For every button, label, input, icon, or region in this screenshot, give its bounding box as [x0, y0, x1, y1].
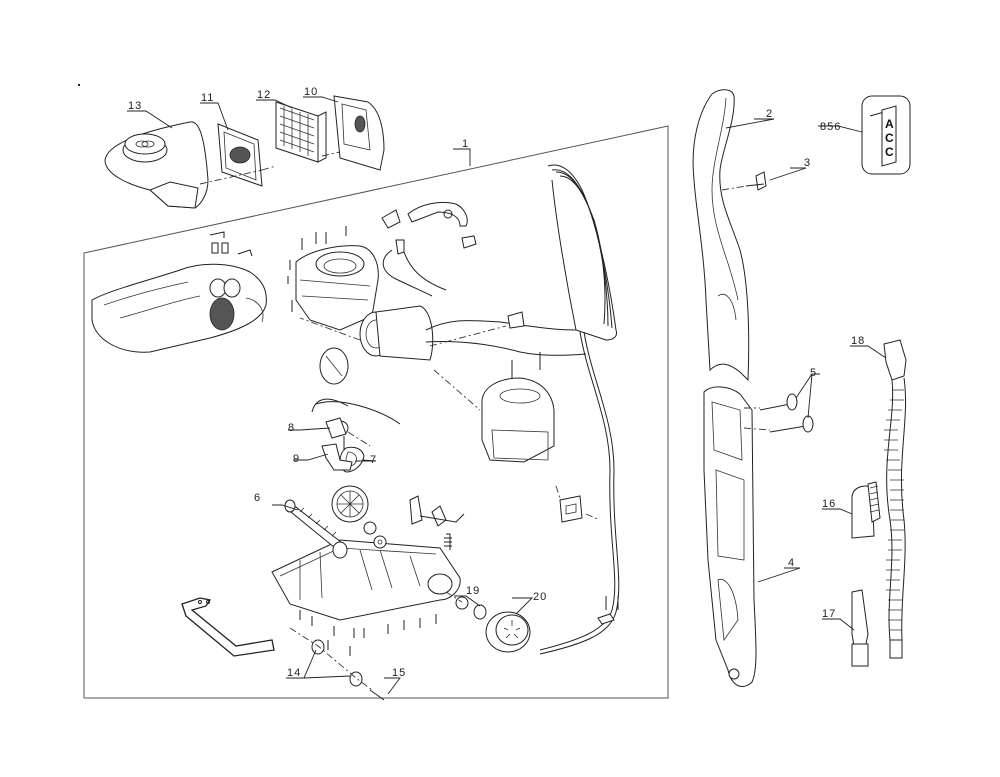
callout-7: 7 — [370, 454, 377, 466]
latch-part — [409, 495, 465, 550]
housing-axis-line — [433, 369, 601, 521]
pulley-axis-line — [347, 431, 371, 447]
lower-handle-part — [703, 386, 757, 687]
wheel-hub-part — [455, 596, 487, 620]
rear-axle-parts — [311, 639, 385, 701]
hook-axis-line — [721, 185, 747, 191]
handle-bail-part — [181, 597, 275, 657]
upper-handle-part — [692, 89, 750, 382]
cord-hook-part — [745, 171, 767, 191]
callout-20: 20 — [533, 591, 547, 603]
wheel-axis-line — [445, 591, 463, 603]
callout-11: 11 — [201, 92, 214, 104]
accessory-label-part: A C C — [861, 95, 911, 175]
speck — [78, 84, 80, 86]
nozzle-hood-part — [91, 263, 267, 353]
motor-axis-line — [299, 317, 507, 347]
agitator-wheel-part — [331, 485, 369, 523]
callout-4: 4 — [788, 557, 795, 569]
filter-housing-part — [333, 95, 385, 171]
callout-18: 18 — [851, 335, 865, 347]
callout-12: 12 — [257, 89, 271, 101]
screws-top — [287, 226, 347, 312]
callout-3: 3 — [804, 157, 811, 169]
callout-8: 8 — [288, 422, 295, 434]
power-cord-part — [539, 164, 620, 655]
axle-axis-line — [289, 627, 373, 691]
filter-grille-part — [217, 123, 263, 187]
lower-housing-part — [481, 377, 583, 523]
callout-17: 17 — [822, 608, 836, 620]
bracket-part — [321, 436, 353, 471]
callout-10: 10 — [304, 86, 318, 98]
motor-part — [319, 305, 434, 385]
crevice-tool-part — [851, 589, 869, 667]
base-pins — [299, 610, 437, 656]
callout-19: 19 — [466, 585, 480, 597]
callout-9: 9 — [293, 453, 300, 465]
assembly-frame — [83, 125, 669, 699]
callout-16: 16 — [822, 498, 836, 510]
handle-screws-part — [759, 393, 814, 433]
dust-cup-lid-part — [104, 121, 209, 209]
filter-axis-line — [199, 151, 341, 185]
base-plate-part — [271, 539, 461, 621]
small-clips — [209, 231, 253, 257]
internal-wires — [425, 320, 587, 356]
pleated-filter-part — [275, 101, 327, 163]
brush-roll-part — [284, 499, 348, 559]
small-wheel-parts — [363, 521, 387, 549]
dusting-brush-part — [851, 481, 881, 539]
motor-pulley-part — [311, 398, 401, 439]
clip-part — [507, 311, 525, 329]
acc-label-c1: C — [885, 131, 894, 145]
callout-15: 15 — [392, 667, 406, 679]
callout-5: 5 — [810, 367, 817, 379]
housing-screws — [511, 352, 541, 378]
callout-13: 13 — [128, 100, 142, 112]
callout-labels: 13 11 12 10 1 2 3 856 18 5 8 9 7 6 16 4 … — [128, 86, 865, 679]
rear-wheel-part — [485, 611, 531, 653]
screw-axis-line — [743, 407, 771, 431]
switch-and-cord-part — [381, 201, 477, 297]
callout-leaders — [127, 96, 887, 695]
callout-14: 14 — [287, 667, 301, 679]
acc-label-a: A — [885, 117, 894, 131]
callout-856: 856 — [820, 121, 841, 133]
callout-2: 2 — [766, 108, 773, 120]
acc-label-c2: C — [885, 145, 894, 159]
callout-6: 6 — [254, 492, 261, 504]
motor-housing-part — [295, 245, 379, 331]
hose-assembly-part — [883, 339, 907, 659]
callout-1: 1 — [462, 138, 469, 150]
